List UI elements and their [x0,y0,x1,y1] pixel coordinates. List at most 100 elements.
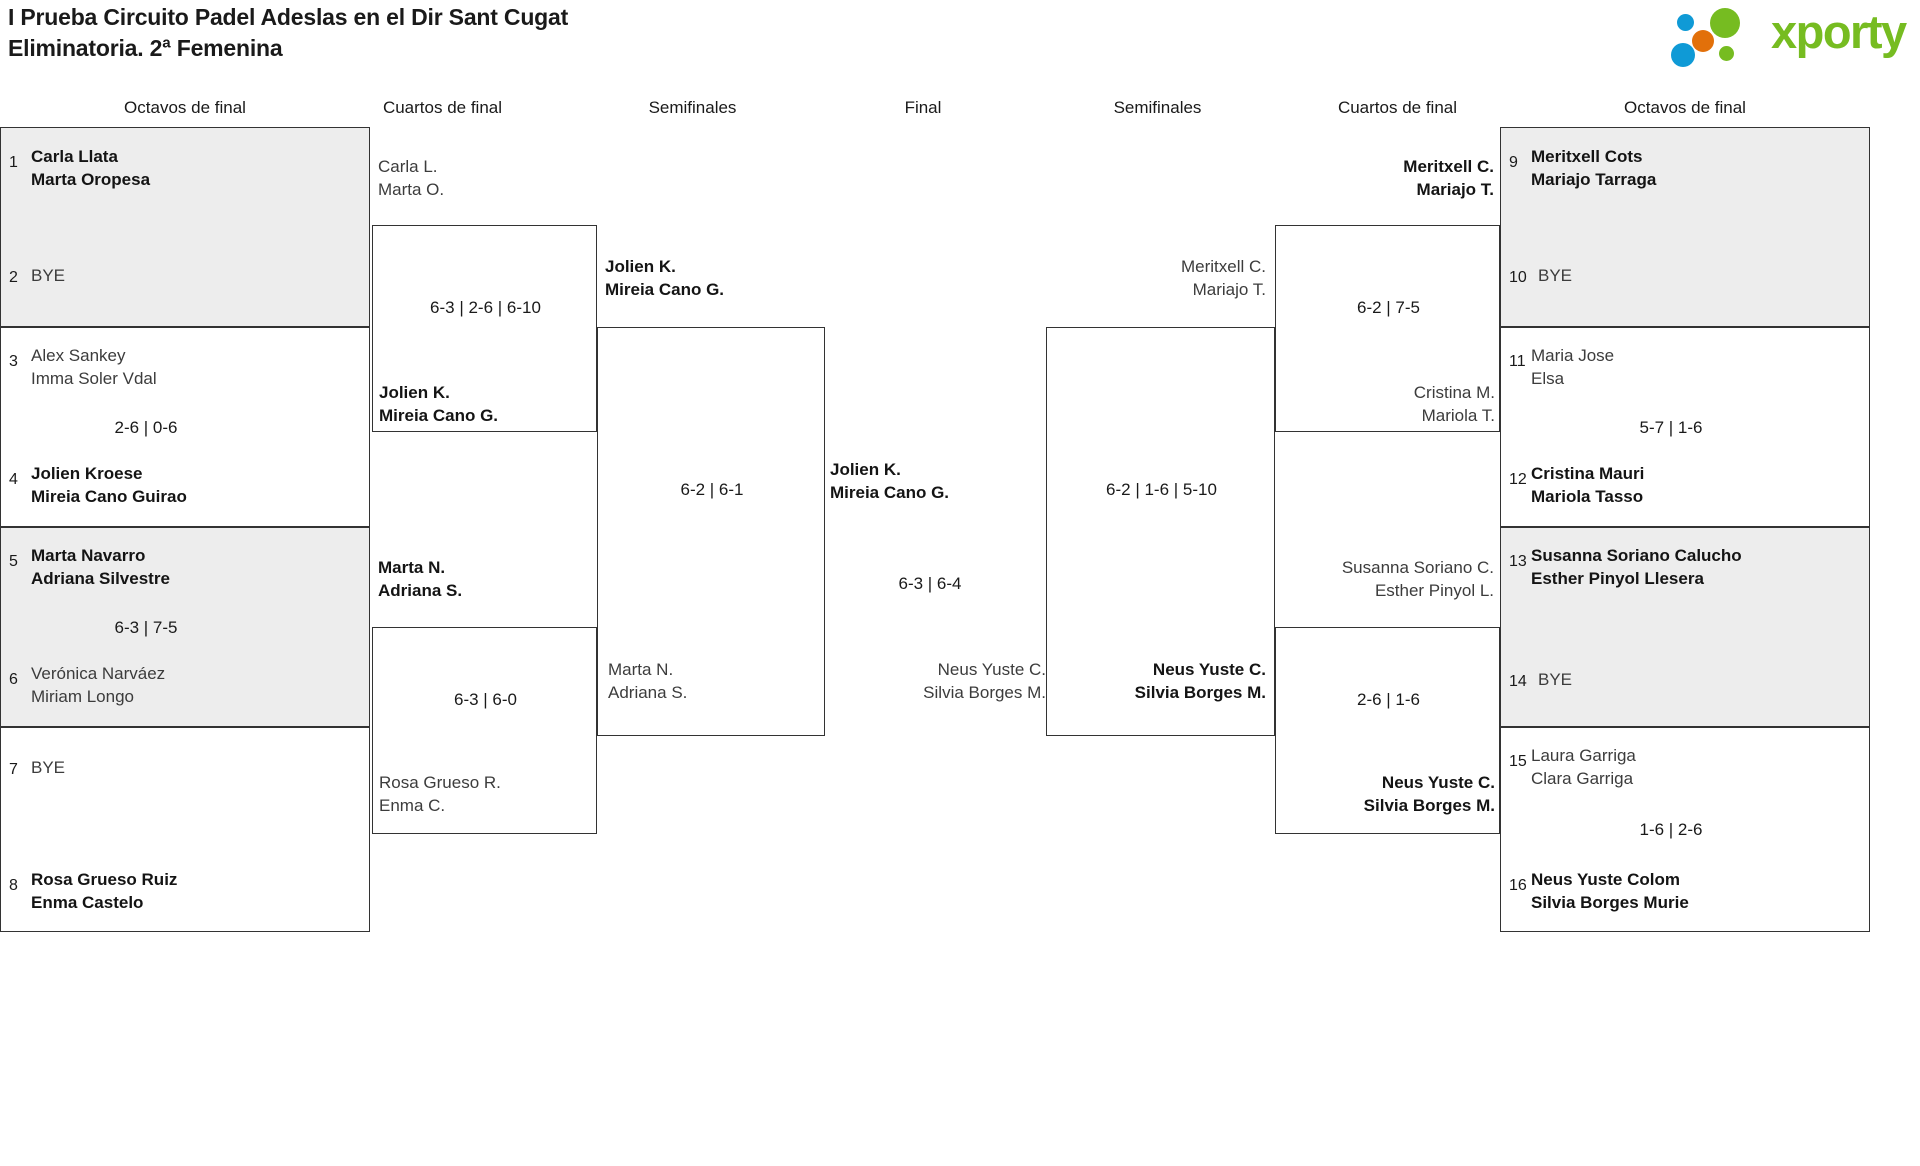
logo-dots-icon [1655,8,1773,67]
player-1: Verónica Narváez [31,664,166,683]
match-rqf-2[interactable]: 2-6 | 1-6 Neus Yuste C. Silvia Borges M. [1275,627,1500,834]
player-1: BYE [31,758,66,777]
page-title: I Prueba Circuito Padel Adeslas en el Di… [8,2,568,64]
player-1: Susanna Soriano Calucho [1531,546,1742,565]
player-1: Laura Garriga [1531,746,1636,765]
match-score: 2-6 | 0-6 [114,418,178,437]
round-header-right-r16: Octavos de final [1624,98,1746,117]
team-names-bottom: Neus Yuste Colom Silvia Borges Murie [1531,868,1689,914]
team-names-bottom: BYE [31,264,65,287]
team-names-bottom: Jolien Kroese Mireia Cano Guirao [31,462,187,508]
player-2: Enma C. [379,796,446,815]
player-2: Mariola Tasso [1531,487,1644,506]
seed-number: 7 [9,761,18,778]
team-names-top: Marta Navarro Adriana Silvestre [31,544,170,590]
player-1: Jolien K. [379,383,450,402]
player-2: Mariajo Tarraga [1531,170,1657,189]
player-1: Neus Yuste C. [1381,773,1495,792]
qf-l1-top-names: Carla L. Marta O. [378,155,444,201]
player-1: Jolien K. [830,460,901,479]
final-top-names: Jolien K. Mireia Cano G. [830,458,949,504]
team-names-bottom: BYE [1538,668,1572,691]
match-score: 6-2 | 7-5 [1356,298,1420,317]
match-l16-3[interactable]: 5 Marta Navarro Adriana Silvestre 6-3 | … [0,527,370,727]
match-r16-4[interactable]: 15 Laura Garriga Clara Garriga 1-6 | 2-6… [1500,727,1870,932]
seed-number: 3 [9,353,18,370]
seed-number: 11 [1509,353,1526,370]
match-lsf-1[interactable]: 6-2 | 6-1 Marta N. Adriana S. [597,327,825,736]
player-1: Meritxell C. [1180,257,1266,276]
player-1: Meritxell Cots [1531,147,1643,166]
player-2: Silvia Borges M. [1363,796,1495,815]
player-1: BYE [31,266,66,285]
player-2: Mariola T. [1421,406,1495,425]
player-2: Mireia Cano G. [605,280,725,299]
player-2: Esther Pinyol Llesera [1531,569,1704,588]
match-lqf-2[interactable]: 6-3 | 6-0 Rosa Grueso R. Enma C. [372,627,597,834]
match-l16-1[interactable]: 1 Carla Llata Marta Oropesa 2 BYE [0,127,370,327]
player-2: Mariajo T. [1416,180,1494,199]
match-r16-1[interactable]: 9 Meritxell Cots Mariajo Tarraga 10 BYE [1500,127,1870,327]
player-1: Jolien Kroese [31,464,143,483]
round-header-left-qf: Cuartos de final [382,98,503,117]
match-l16-2[interactable]: 3 Alex Sankey Imma Soler Vdal 2-6 | 0-6 … [0,327,370,527]
title-line-2: Eliminatoria. 2ª Femenina [8,35,283,61]
player-1: BYE [1538,266,1573,285]
match-r16-3[interactable]: 13 Susanna Soriano Calucho Esther Pinyol… [1500,527,1870,727]
seed-number: 5 [9,553,18,570]
player-2: Adriana S. [378,581,463,600]
match-rsf-1[interactable]: 6-2 | 1-6 | 5-10 Neus Yuste C. Silvia Bo… [1046,327,1275,736]
player-1: Carla Llata [31,147,118,166]
match-score: 6-2 | 6-1 [680,480,744,499]
round-header-left-r16: Octavos de final [124,98,246,117]
player-1: Neus Yuste C. [1152,660,1266,679]
player-1: BYE [1538,670,1573,689]
qf-l2-bottom-names: Rosa Grueso R. Enma C. [379,771,501,817]
logo-wordmark: xporty [1771,5,1907,58]
xporty-logo[interactable]: xporty [1655,4,1915,67]
team-names-top: Maria Jose Elsa [1531,344,1614,390]
player-1: Marta Navarro [31,546,146,565]
player-2: Adriana S. [608,683,688,702]
player-2: Clara Garriga [1531,769,1634,788]
player-2: Miriam Longo [31,687,134,706]
qf-l2-top-names: Marta N. Adriana S. [378,556,462,602]
player-1: Maria Jose [1531,346,1615,365]
seed-number: 2 [9,269,18,286]
seed-number: 4 [9,471,18,488]
player-1: Jolien K. [605,257,676,276]
match-score: 6-3 | 2-6 | 6-10 [430,298,541,317]
seed-number: 13 [1509,553,1527,570]
match-score: 6-3 | 6-0 [453,690,517,709]
match-lqf-1[interactable]: 6-3 | 2-6 | 6-10 Jolien K. Mireia Cano G… [372,225,597,432]
seed-number: 8 [9,877,18,894]
qf-r1-top-names: Meritxell C. Mariajo T. [1050,155,1494,201]
seed-number: 1 [9,154,18,171]
match-rqf-1[interactable]: 6-2 | 7-5 Cristina M. Mariola T. [1275,225,1500,432]
player-2: Marta O. [378,180,445,199]
player-2: Silvia Borges Murie [1531,893,1689,912]
player-1: Rosa Grueso R. [379,773,501,792]
match-l16-4[interactable]: 7 BYE 8 Rosa Grueso Ruiz Enma Castelo [0,727,370,932]
qf-r1-bottom-names: Cristina M. Mariola T. [1276,381,1495,427]
match-score: 6-2 | 1-6 | 5-10 [1106,480,1217,499]
final-score: 6-3 | 6-4 [898,574,962,593]
player-1: Neus Yuste Colom [1531,870,1680,889]
player-1: Marta N. [378,558,446,577]
round-header-right-qf: Cuartos de final [1337,98,1458,117]
sf-r-top-names: Meritxell C. Mariajo T. [1046,255,1266,301]
page-header: I Prueba Circuito Padel Adeslas en el Di… [0,0,1920,72]
seed-number: 6 [9,671,18,688]
title-line-1: I Prueba Circuito Padel Adeslas en el Di… [8,4,569,30]
player-1: Alex Sankey [31,346,126,365]
seed-number: 10 [1509,269,1527,286]
round-header-left-sf: Semifinales [648,98,737,117]
qf-l1-bottom-names: Jolien K. Mireia Cano G. [379,381,498,427]
player-2: Mireia Cano G. [830,483,950,502]
team-names-top: Meritxell Cots Mariajo Tarraga [1531,145,1656,191]
player-1: Marta N. [608,660,674,679]
seed-number: 14 [1509,673,1527,690]
player-2: Enma Castelo [31,893,144,912]
match-r16-2[interactable]: 11 Maria Jose Elsa 5-7 | 1-6 12 Cristina… [1500,327,1870,527]
